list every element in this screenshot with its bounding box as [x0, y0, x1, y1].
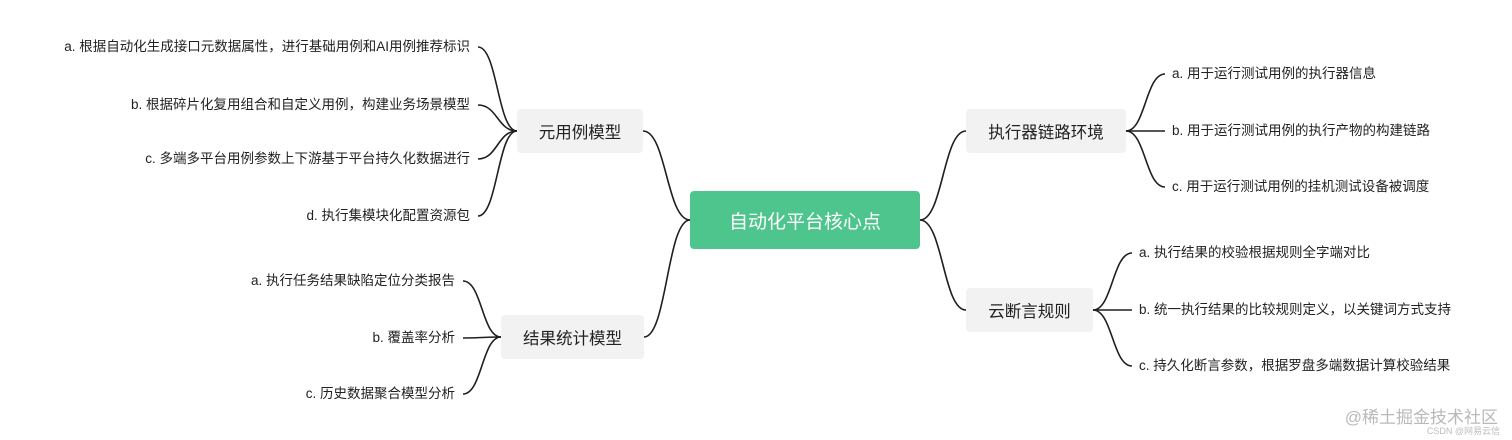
leaf-topic[interactable]: c. 历史数据聚合模型分析 — [305, 386, 455, 401]
leaf-topic[interactable]: d. 执行集模块化配置资源包 — [306, 208, 470, 223]
connector-center-to-branch — [643, 219, 691, 338]
leaf-topic[interactable]: b. 统一执行结果的比较规则定义，以关键词方式支持 — [1139, 302, 1452, 317]
connector-branch-to-leaf — [1125, 73, 1166, 132]
connector-branch-to-leaf — [1092, 309, 1133, 367]
connector-branch-to-leaf — [1125, 130, 1166, 188]
leaf-topic[interactable]: a. 执行任务结果缺陷定位分类报告 — [250, 273, 455, 288]
leaf-topic[interactable]: b. 根据碎片化复用组合和自定义用例，构建业务场景模型 — [130, 97, 470, 112]
leaf-topic[interactable]: b. 用于运行测试用例的执行产物的构建链路 — [1172, 123, 1431, 138]
central-topic[interactable]: 自动化平台核心点 — [690, 191, 920, 249]
connector-center-to-branch — [919, 130, 967, 221]
branch-topic-cloud-assertion-rules[interactable]: 云断言规则 — [966, 288, 1093, 332]
connector-branch-to-leaf — [462, 336, 502, 395]
leaf-topic[interactable]: c. 多端多平台用例参数上下游基于平台持久化数据进行 — [145, 151, 470, 166]
leaf-topic[interactable]: a. 用于运行测试用例的执行器信息 — [1172, 66, 1377, 81]
leaf-topic[interactable]: a. 根据自动化生成接口元数据属性，进行基础用例和AI用例推荐标识 — [64, 39, 470, 54]
source-credit: CSDN @网易云信 — [1426, 426, 1500, 436]
leaf-topic[interactable]: c. 持久化断言参数，根据罗盘多端数据计算校验结果 — [1139, 358, 1451, 373]
leaf-topic[interactable]: b. 覆盖率分析 — [372, 330, 455, 345]
connector-center-to-branch — [642, 130, 691, 221]
connector-branch-to-leaf — [477, 104, 518, 132]
connector-branch-to-leaf — [1092, 252, 1133, 311]
connector-branch-to-leaf — [477, 130, 518, 160]
branch-topic-result-stats-model[interactable]: 结果统计模型 — [501, 315, 644, 359]
leaf-topic[interactable]: a. 执行结果的校验根据规则全字端对比 — [1139, 245, 1371, 260]
branch-topic-meta-case-model[interactable]: 元用例模型 — [517, 109, 643, 153]
watermark: @稀土掘金技术社区 — [1344, 408, 1498, 427]
connector-branch-to-leaf — [477, 130, 518, 217]
branch-topic-executor-chain-env[interactable]: 执行器链路环境 — [966, 109, 1126, 153]
connector-branch-to-leaf — [462, 280, 502, 338]
connector-branch-to-leaf — [477, 46, 518, 132]
connector-branch-to-leaf — [462, 336, 502, 339]
connector-center-to-branch — [919, 219, 967, 311]
leaf-topic[interactable]: c. 用于运行测试用例的挂机测试设备被调度 — [1172, 179, 1430, 194]
